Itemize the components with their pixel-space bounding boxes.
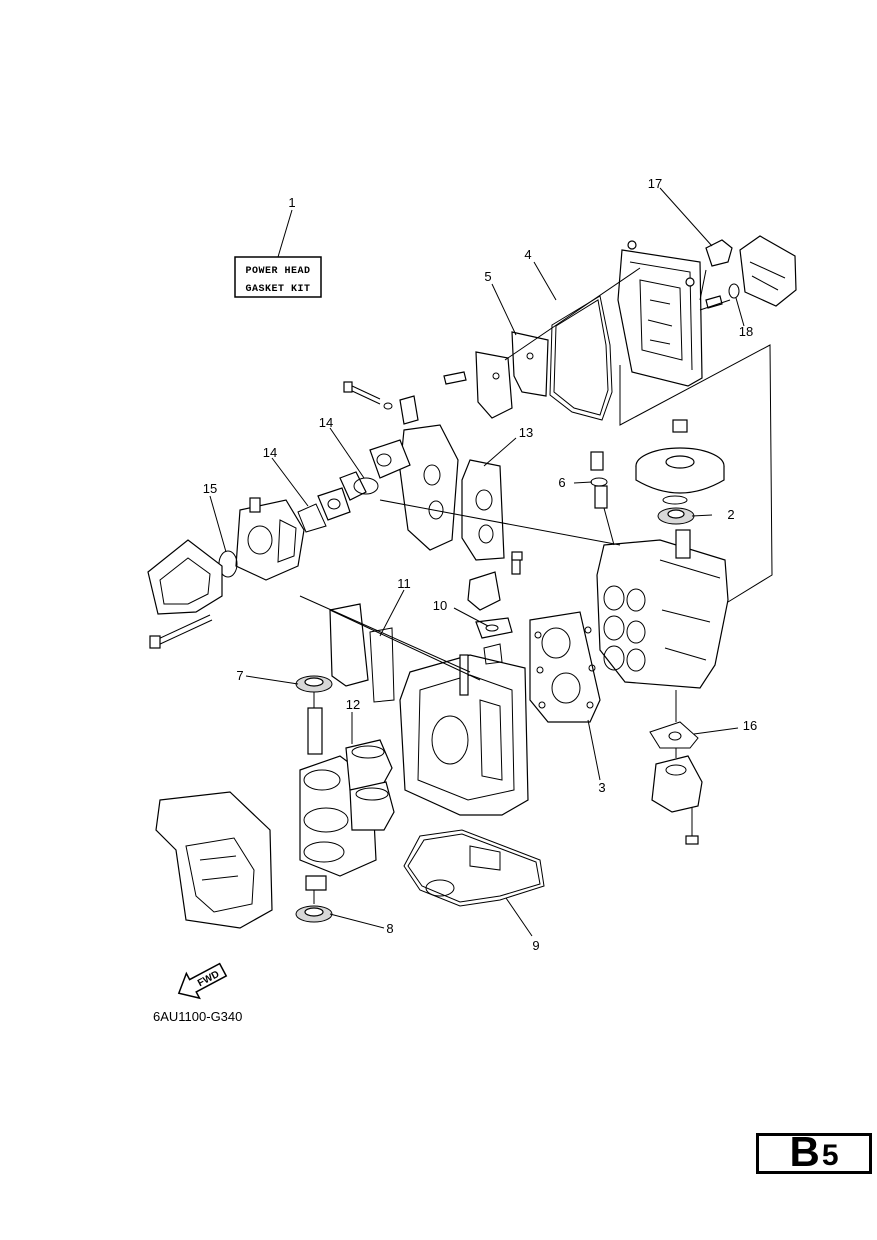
thermostat-cover bbox=[467, 555, 521, 665]
crankcase-gasket-plate bbox=[329, 603, 395, 703]
callout-11: 11 bbox=[397, 576, 411, 591]
cylinder-head-gasket bbox=[529, 611, 601, 723]
thermostat-housing bbox=[649, 721, 703, 813]
callout-18: 18 bbox=[739, 324, 753, 339]
callout-6: 6 bbox=[558, 475, 565, 490]
callout-2: 2 bbox=[727, 507, 734, 522]
connector-lines bbox=[299, 267, 773, 904]
cylinder-head bbox=[596, 529, 729, 689]
callout-13: 13 bbox=[519, 425, 533, 440]
callout-12: 12 bbox=[346, 697, 360, 712]
carburetor bbox=[235, 497, 305, 581]
kit-label-line2: GASKET KIT bbox=[245, 284, 310, 295]
page-badge-number: 5 bbox=[821, 1139, 839, 1172]
crankcase bbox=[399, 654, 529, 816]
callout-10: 10 bbox=[433, 598, 447, 613]
callout-numbers: 1 2 3 4 5 6 7 8 9 10 11 12 13 14 14 15 1… bbox=[203, 176, 757, 953]
cover-plate bbox=[443, 331, 549, 419]
head-cover-assembly bbox=[617, 235, 797, 387]
fwd-arrow-icon: FWD bbox=[177, 962, 228, 1000]
intake-spacer bbox=[297, 471, 379, 533]
bolts bbox=[149, 381, 699, 845]
callout-1: 1 bbox=[288, 195, 295, 210]
pistons bbox=[345, 739, 395, 831]
callout-14b: 14 bbox=[263, 445, 277, 460]
lower-case-gasket bbox=[403, 829, 545, 907]
head-cover-gasket bbox=[549, 295, 613, 421]
diagram-reference-code: 6AU1100-G340 bbox=[153, 1009, 242, 1024]
fwd-label: FWD bbox=[196, 969, 221, 989]
callout-9: 9 bbox=[532, 938, 539, 953]
callout-17: 17 bbox=[648, 176, 662, 191]
callout-8: 8 bbox=[386, 921, 393, 936]
gasket-kit-label: POWER HEAD GASKET KIT bbox=[234, 256, 322, 298]
page-badge-letter: B bbox=[789, 1128, 820, 1175]
valve-assembly bbox=[590, 451, 615, 546]
intake-silencer bbox=[147, 539, 223, 615]
cam-pulley bbox=[635, 419, 725, 505]
callout-leaders bbox=[209, 187, 745, 937]
callout-3: 3 bbox=[598, 780, 605, 795]
page-badge: B 5 bbox=[756, 1128, 872, 1175]
callout-15: 15 bbox=[203, 481, 217, 496]
kit-label-line1: POWER HEAD bbox=[245, 266, 310, 277]
callout-7: 7 bbox=[236, 668, 243, 683]
callout-5: 5 bbox=[484, 269, 491, 284]
callout-4: 4 bbox=[524, 247, 531, 262]
intake-manifold bbox=[369, 424, 459, 551]
oil-seal bbox=[657, 507, 695, 525]
mount-bracket bbox=[155, 791, 273, 929]
callout-14a: 14 bbox=[319, 415, 333, 430]
callout-16: 16 bbox=[743, 718, 757, 733]
